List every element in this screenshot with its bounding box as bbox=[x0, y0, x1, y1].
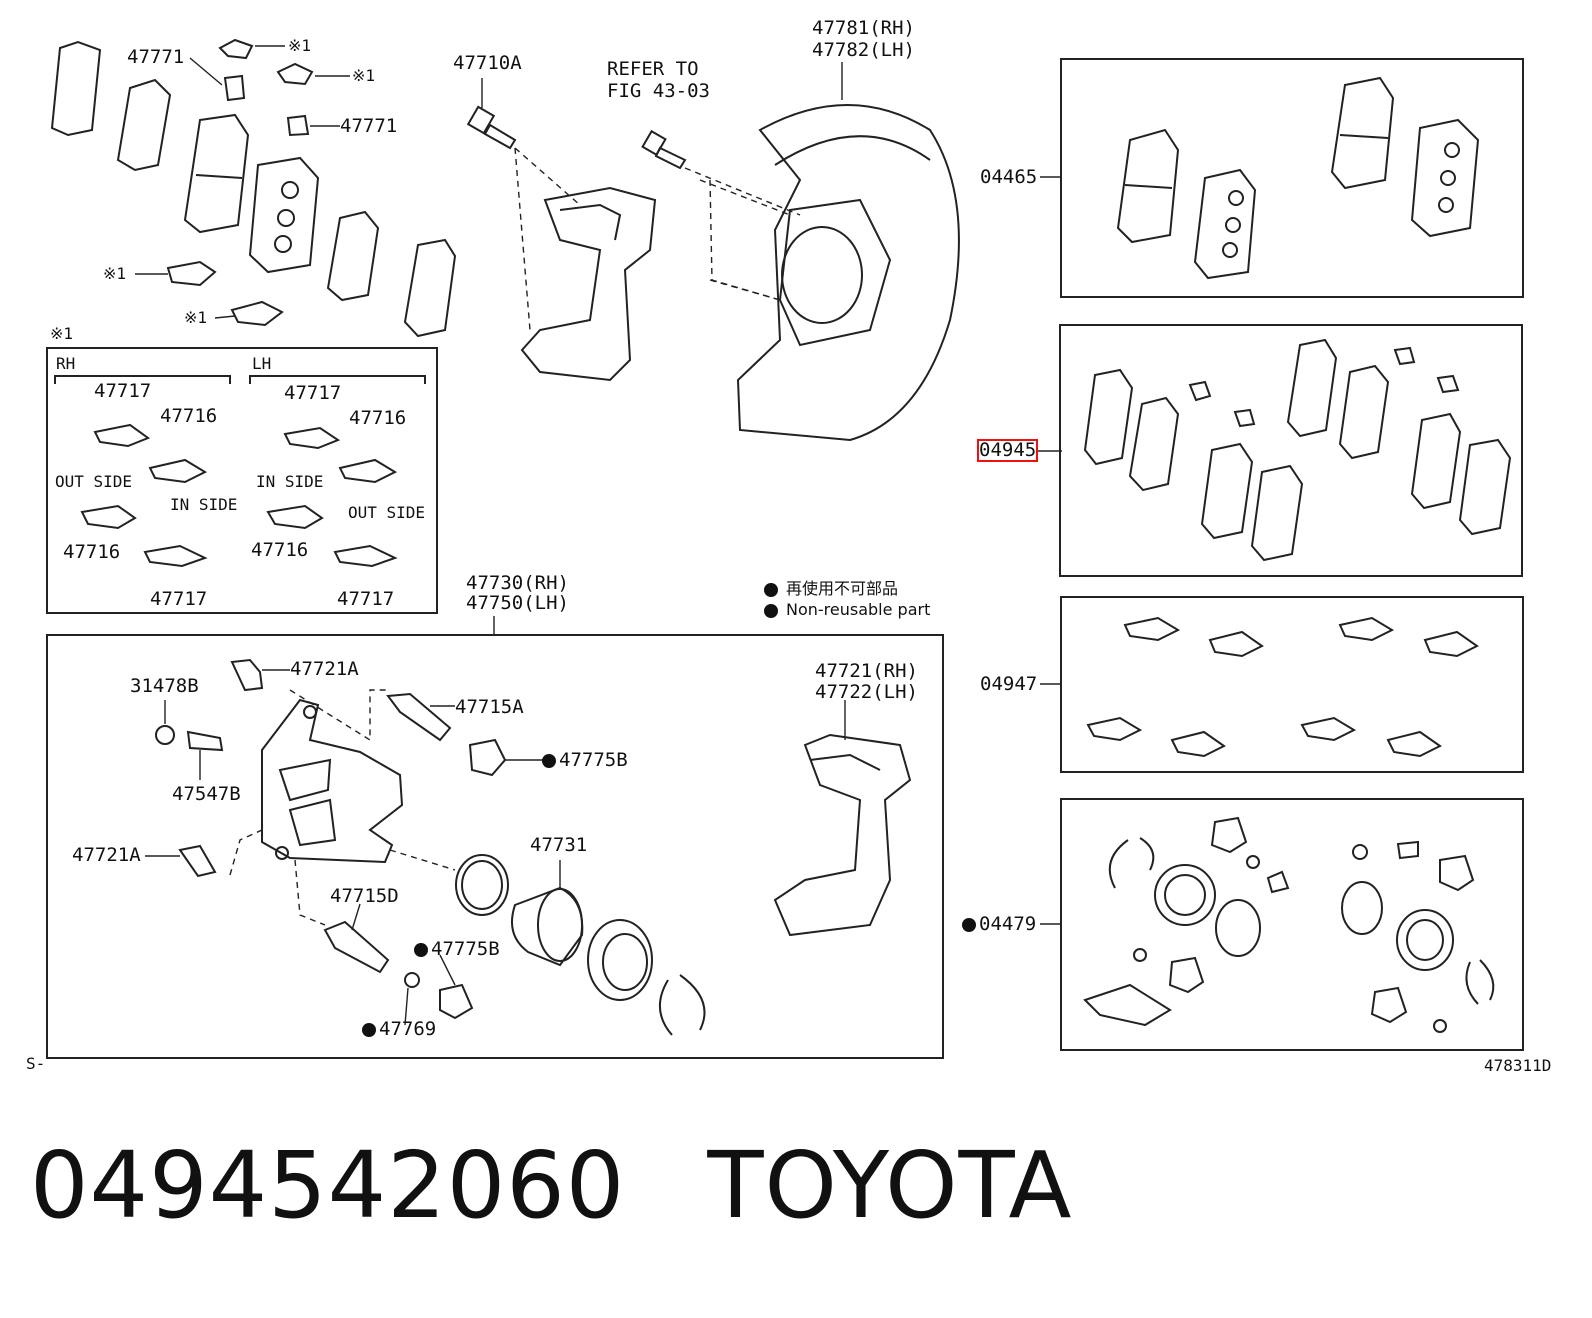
kit-box-04947 bbox=[1060, 596, 1524, 773]
label-47769[interactable]: 47769 bbox=[362, 1020, 436, 1039]
kit-label-04479[interactable]: 04479 bbox=[962, 915, 1036, 934]
label-in-side: IN SIDE bbox=[170, 495, 238, 514]
caliper-assembly-box bbox=[46, 634, 944, 1059]
inset-rh-heading: RH bbox=[56, 354, 76, 373]
label-47710a[interactable]: 47710A bbox=[453, 52, 522, 74]
label-47716[interactable]: 47716 bbox=[160, 405, 218, 427]
kit-04945-drawings bbox=[1038, 338, 1512, 562]
label-out-side: OUT SIDE bbox=[55, 472, 133, 491]
label-47717[interactable]: 47717 bbox=[94, 380, 152, 402]
label-47771-top[interactable]: 47771 bbox=[127, 46, 185, 68]
kit-label-04465[interactable]: 04465 bbox=[980, 166, 1038, 188]
non-reusable-dot-icon bbox=[764, 603, 778, 618]
kit-box-04479 bbox=[1060, 798, 1524, 1051]
label-47730-rh[interactable]: 47730(RH) bbox=[466, 572, 569, 594]
note-mark: ※1 bbox=[50, 324, 74, 343]
label-in-side: IN SIDE bbox=[256, 472, 324, 491]
label-47717[interactable]: 47717 bbox=[337, 588, 395, 610]
label-47717[interactable]: 47717 bbox=[284, 382, 342, 404]
label-31478b[interactable]: 31478B bbox=[130, 675, 199, 697]
label-47715a[interactable]: 47715A bbox=[455, 696, 524, 718]
label-47721a[interactable]: 47721A bbox=[72, 844, 141, 866]
shim-inset-box bbox=[46, 347, 438, 614]
label-text: 47775B bbox=[559, 749, 628, 771]
kit-label-04945[interactable]: 04945 bbox=[976, 439, 1039, 462]
caliper-drawings bbox=[145, 616, 912, 1036]
label-47721a[interactable]: 47721A bbox=[290, 658, 359, 680]
note-mark: ※1 bbox=[352, 66, 376, 85]
diagram-code: 478311D bbox=[1484, 1056, 1552, 1075]
non-reusable-dot-icon bbox=[542, 753, 556, 768]
label-out-side: OUT SIDE bbox=[348, 503, 426, 522]
non-reusable-dot-icon bbox=[362, 1022, 376, 1037]
bracket-group bbox=[466, 78, 801, 382]
inset-drawings bbox=[54, 375, 426, 568]
pad-shim-group bbox=[50, 38, 457, 338]
label-text: 04479 bbox=[979, 913, 1037, 935]
label-47775b[interactable]: 47775B bbox=[414, 940, 500, 959]
label-47781-rh[interactable]: 47781(RH) bbox=[812, 17, 915, 39]
note-mark: ※1 bbox=[103, 264, 127, 283]
label-47721-rh[interactable]: 47721(RH) bbox=[815, 660, 918, 682]
label-47750-lh[interactable]: 47750(LH) bbox=[466, 592, 569, 614]
label-47731[interactable]: 47731 bbox=[530, 834, 588, 856]
label-47715d[interactable]: 47715D bbox=[330, 885, 399, 907]
label-text: 47769 bbox=[379, 1018, 437, 1040]
label-fig-43-03[interactable]: FIG 43-03 bbox=[607, 80, 710, 102]
label-47716[interactable]: 47716 bbox=[63, 541, 121, 563]
non-reusable-dot-icon bbox=[962, 917, 976, 932]
legend-jp-text: 再使用不可部品 bbox=[786, 579, 899, 598]
label-47771-mid[interactable]: 47771 bbox=[340, 115, 398, 137]
legend-en: Non-reusable part bbox=[764, 600, 930, 619]
label-refer-to: REFER TO bbox=[607, 58, 699, 80]
label-47717[interactable]: 47717 bbox=[150, 588, 208, 610]
note-mark: ※1 bbox=[288, 36, 312, 55]
kit-04947-drawings bbox=[1040, 616, 1479, 758]
kit-box-04945 bbox=[1059, 324, 1523, 577]
part-number: 0494542060 bbox=[30, 1132, 626, 1239]
label-text: 47775B bbox=[431, 938, 500, 960]
dust-shield-group bbox=[699, 62, 960, 442]
kit-04479-drawings bbox=[1040, 816, 1495, 1033]
note-mark: ※1 bbox=[184, 308, 208, 327]
label-47716[interactable]: 47716 bbox=[349, 407, 407, 429]
kit-label-04947[interactable]: 04947 bbox=[980, 673, 1038, 695]
brand-name: TOYOTA bbox=[707, 1132, 1073, 1239]
label-47716[interactable]: 47716 bbox=[251, 539, 309, 561]
non-reusable-dot-icon bbox=[764, 582, 778, 597]
label-47547b[interactable]: 47547B bbox=[172, 783, 241, 805]
legend-jp: 再使用不可部品 bbox=[764, 575, 898, 599]
corner-left-code: S- bbox=[26, 1054, 46, 1073]
label-47775b[interactable]: 47775B bbox=[542, 751, 628, 770]
legend-en-text: Non-reusable part bbox=[786, 600, 931, 619]
kit-box-04465 bbox=[1060, 58, 1524, 298]
non-reusable-dot-icon bbox=[414, 942, 428, 957]
inset-lh-heading: LH bbox=[252, 354, 272, 373]
kit-04465-drawings bbox=[1040, 76, 1480, 280]
label-47722-lh[interactable]: 47722(LH) bbox=[815, 681, 918, 703]
label-47782-lh[interactable]: 47782(LH) bbox=[812, 39, 915, 61]
